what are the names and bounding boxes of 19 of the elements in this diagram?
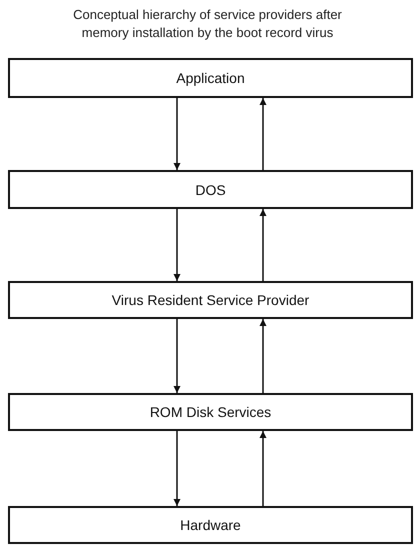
arrow xyxy=(260,431,266,506)
arrow xyxy=(174,319,180,393)
arrow xyxy=(174,98,180,170)
layer-label: Application xyxy=(176,70,245,86)
layer-box xyxy=(8,506,413,544)
layer-label: DOS xyxy=(195,182,226,198)
layer-box xyxy=(8,393,413,431)
layer-label: Virus Resident Service Provider xyxy=(112,292,310,308)
layer-label: ROM Disk Services xyxy=(150,404,272,420)
layer-box xyxy=(8,281,413,319)
layer-box xyxy=(8,170,413,209)
arrow xyxy=(260,209,266,281)
arrow xyxy=(260,319,266,393)
layer-box xyxy=(8,58,413,98)
arrow xyxy=(174,209,180,281)
diagram-title: Conceptual hierarchy of service providers after memory installation by the boot record virus xyxy=(72,6,343,42)
arrow xyxy=(174,431,180,506)
layer-label: Hardware xyxy=(180,517,241,533)
arrow xyxy=(260,98,266,170)
